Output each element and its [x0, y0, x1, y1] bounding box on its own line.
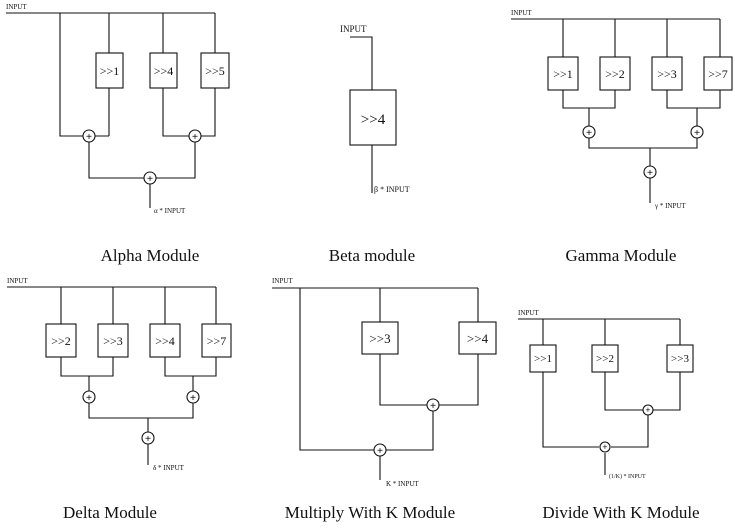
beta-wires [350, 36, 373, 193]
alpha-adder-right [188, 129, 202, 143]
delta-output-label: δ * INPUT [153, 464, 185, 472]
multiply-k-wires [272, 287, 479, 480]
divide-k-shift-2-label: >>2 [596, 353, 614, 365]
divide-k-wires [518, 318, 681, 475]
alpha-caption: Alpha Module [101, 246, 200, 265]
beta-module: INPUT >>4 β * INPUT Beta module [329, 24, 415, 265]
alpha-wires [6, 12, 216, 208]
gamma-shift-4-label: >>7 [708, 67, 728, 81]
alpha-shift-1 [95, 52, 124, 89]
gamma-caption: Gamma Module [566, 246, 677, 265]
gamma-shift-1-label: >>1 [553, 67, 573, 81]
delta-shift-1 [45, 323, 77, 358]
divide-k-adder-1-symbol: + [645, 405, 650, 415]
multiply-k-caption: Multiply With K Module [285, 503, 455, 522]
alpha-shift-1-label: >>1 [100, 64, 120, 78]
gamma-shift-1 [547, 56, 579, 91]
gamma-shift-4 [703, 56, 733, 91]
alpha-shift-3 [200, 52, 230, 89]
delta-adder-left-symbol: + [86, 392, 92, 404]
alpha-adder-final [143, 171, 157, 185]
delta-shift-3 [149, 323, 181, 358]
delta-wires [7, 286, 217, 465]
divide-k-shift-3-label: >>3 [671, 353, 689, 365]
beta-input-label: INPUT [340, 24, 367, 34]
delta-adder-right [186, 390, 200, 404]
alpha-shift-2 [149, 52, 178, 89]
alpha-adder-left [82, 129, 96, 143]
gamma-shift-3 [651, 56, 683, 91]
gamma-output-label: γ * INPUT [654, 202, 686, 210]
multiply-k-adder-final [373, 443, 387, 457]
delta-shift-4 [201, 323, 232, 358]
delta-adder-right-symbol: + [190, 392, 196, 404]
alpha-adder-right-symbol: + [192, 131, 198, 143]
alpha-shift-3-label: >>5 [205, 64, 225, 78]
delta-shift-2 [97, 323, 129, 358]
gamma-adder-left-symbol: + [586, 127, 592, 139]
gamma-adder-final [643, 165, 657, 179]
divide-k-caption: Divide With K Module [542, 503, 699, 522]
multiply-k-adder-1-symbol: + [430, 400, 436, 412]
multiply-k-shift-1-label: >>3 [369, 331, 390, 346]
beta-caption: Beta module [329, 246, 415, 265]
beta-shift-1 [349, 89, 397, 146]
alpha-module: INPUT >>1 >>4 >>5 + + + α * INPUT Alpha … [6, 3, 230, 265]
delta-adder-final-symbol: + [145, 433, 151, 445]
delta-input-label: INPUT [7, 277, 28, 285]
delta-adder-left [82, 390, 96, 404]
divide-k-shift-2 [591, 344, 619, 373]
multiply-k-shift-1 [361, 321, 399, 355]
delta-shift-2-label: >>3 [103, 334, 123, 348]
gamma-input-label: INPUT [511, 9, 532, 17]
alpha-output-label: α * INPUT [154, 207, 186, 215]
beta-output-label: β * INPUT [374, 185, 410, 194]
gamma-adder-final-symbol: + [647, 167, 653, 179]
divide-k-adder-final-symbol: + [602, 442, 607, 452]
divide-k-shift-3 [666, 344, 694, 373]
divide-k-adder-final [599, 441, 611, 453]
delta-caption: Delta Module [63, 503, 157, 522]
alpha-input-label: INPUT [6, 3, 27, 11]
divide-k-output-label: (1/K) * INPUT [609, 473, 646, 480]
delta-adder-links [88, 376, 194, 438]
divide-k-shift-1-label: >>1 [534, 353, 552, 365]
multiply-k-adder-final-symbol: + [377, 445, 383, 457]
multiply-k-module: INPUT >>3 >>4 + + K * INPUT Multiply Wit… [272, 277, 497, 522]
divide-k-shift-1 [529, 344, 557, 373]
multiply-k-shift-2-label: >>4 [467, 331, 489, 346]
multiply-k-shift-2 [458, 321, 497, 355]
gamma-adder-right-symbol: + [694, 127, 700, 139]
divide-k-adder-1 [642, 404, 654, 416]
gamma-shift-3-label: >>3 [657, 67, 677, 81]
beta-shift-1-label: >>4 [361, 112, 386, 128]
gamma-adder-left [582, 125, 596, 139]
delta-module: INPUT >>2 >>3 >>4 >>7 + + + δ * INPUT De… [7, 277, 232, 522]
alpha-adder-left-symbol: + [86, 131, 92, 143]
divide-k-module: INPUT >>1 >>2 >>3 + + (1/K) * INPUT Divi… [518, 309, 700, 522]
delta-shift-3-label: >>4 [155, 334, 175, 348]
delta-adder-final [141, 431, 155, 445]
gamma-wires [511, 18, 721, 203]
delta-shift-1-label: >>2 [51, 334, 71, 348]
gamma-adder-right [690, 125, 704, 139]
gamma-module: INPUT >>1 >>2 >>3 >>7 + + + γ * INPUT Ga… [511, 9, 733, 265]
multiply-k-input-label: INPUT [272, 277, 293, 285]
alpha-adder-final-symbol: + [147, 173, 153, 185]
gamma-shift-2-label: >>2 [605, 67, 625, 81]
alpha-shift-2-label: >>4 [154, 64, 174, 78]
divide-k-input-label: INPUT [518, 309, 539, 317]
delta-shift-4-label: >>7 [207, 334, 227, 348]
gamma-shift-2 [599, 56, 631, 91]
multiply-k-adder-1 [426, 398, 440, 412]
multiply-k-output-label: K * INPUT [386, 480, 419, 488]
